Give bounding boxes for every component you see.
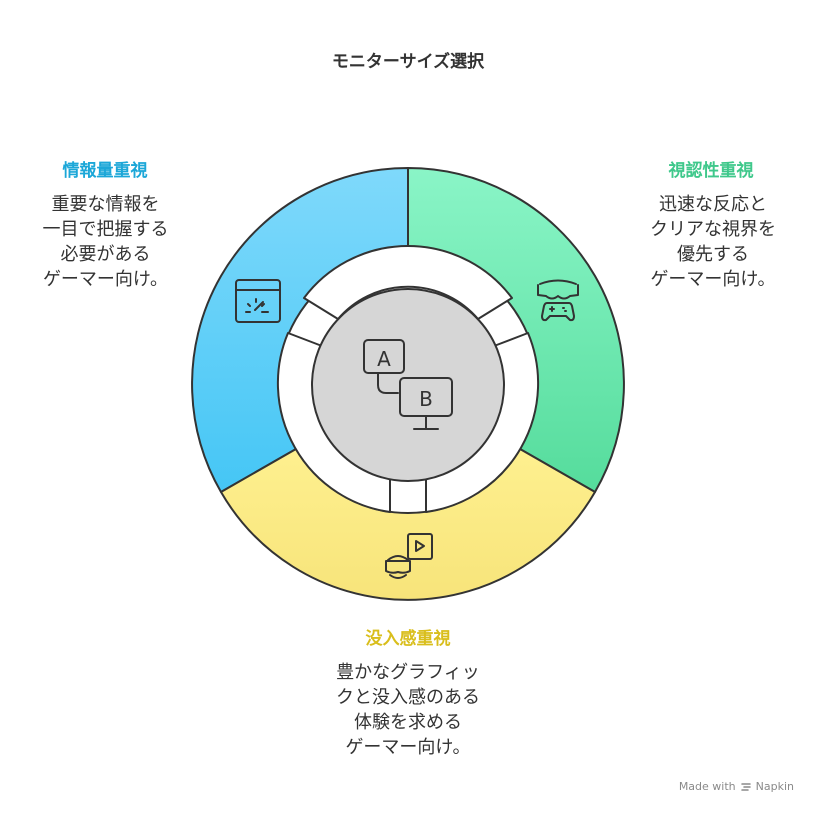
visual-title: 視認性重視 [668, 161, 754, 181]
visual-description: 迅速な反応と クリアな視界を 優先する ゲーマー向け。 [650, 194, 776, 290]
immersion-description: 豊かなグラフィッ クと没入感のある 体験を求める ゲーマー向け。 [336, 662, 480, 758]
made-with-credit[interactable]: Made with Napkin [679, 780, 794, 793]
immersion-title: 没入感重視 [365, 629, 451, 649]
dashboard-monitor-icon [235, 279, 281, 323]
label-a: A [377, 347, 391, 371]
credit-brand: Napkin [755, 780, 794, 793]
info-description: 重要な情報を 一目で把握する 必要がある ゲーマー向け。 [42, 194, 169, 290]
monitor-ab-compare-icon [363, 339, 453, 430]
arrow-top [303, 245, 513, 320]
info-title: 情報量重視 [62, 161, 148, 181]
vr-gamepad-icon [537, 279, 579, 322]
page-title: モニターサイズ選択 [331, 52, 485, 72]
center-circle [311, 288, 505, 482]
label-b: B [419, 387, 433, 411]
credit-text: Made with [678, 780, 736, 793]
napkin-logo-icon [740, 782, 751, 791]
vr-video-icon [385, 533, 433, 579]
